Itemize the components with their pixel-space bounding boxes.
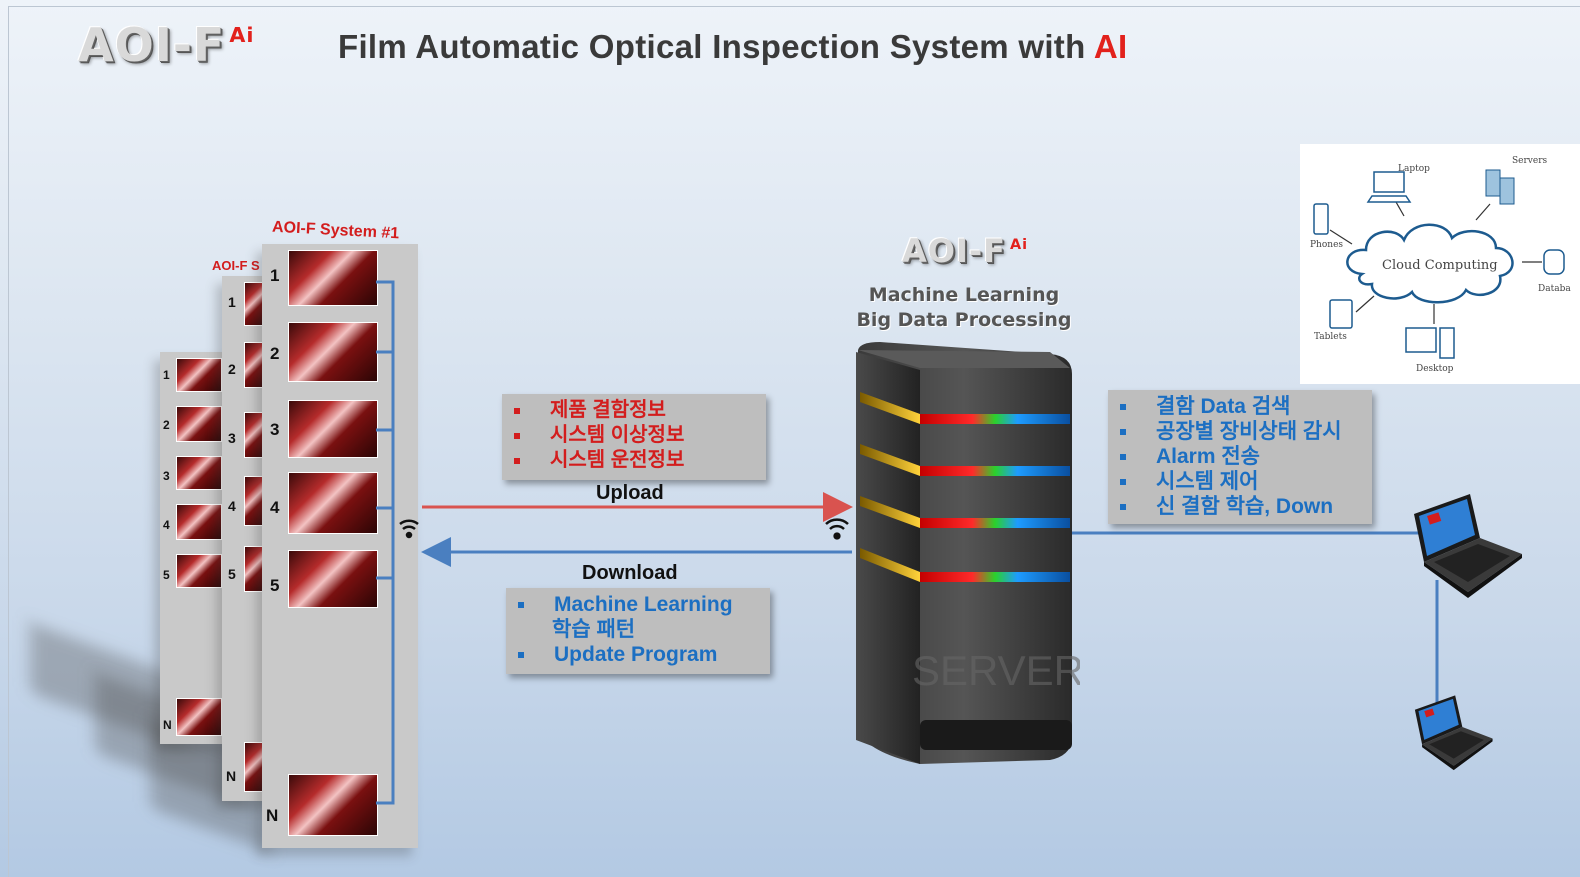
server-logo-text: AOI-F <box>902 232 1007 270</box>
server-caption-line2: Big Data Processing <box>856 309 1072 331</box>
cloud-phones-label: Phones <box>1310 240 1344 250</box>
cloud-tablets-label: Tablets <box>1314 332 1347 342</box>
inspection-image <box>288 550 378 608</box>
inspection-image <box>288 774 378 836</box>
cloud-center-label: Cloud Computing <box>1382 258 1498 273</box>
title-main: Film Automatic Optical Inspection System… <box>338 28 1094 65</box>
inspection-image <box>176 358 222 392</box>
row-number: 5 <box>228 566 236 582</box>
header-logo-text: AOI-F <box>78 18 226 72</box>
row-number: 3 <box>270 420 280 439</box>
client-item: 공장별 장비상태 감시 <box>1108 419 1372 444</box>
cloud-desktop-label: Desktop <box>1416 364 1454 374</box>
row-number: 4 <box>228 498 236 514</box>
client-item: 신 결함 학습, Down <box>1108 494 1372 519</box>
row-number: 2 <box>163 418 170 432</box>
row-number: 5 <box>163 568 170 582</box>
row-number: 5 <box>270 576 280 595</box>
outer-frame <box>8 6 1580 877</box>
client-item: 시스템 제어 <box>1108 469 1372 494</box>
download-item: Update Program <box>506 642 770 667</box>
row-number: N <box>163 718 172 732</box>
panel-bus-line <box>376 280 395 805</box>
laptop-icon <box>1414 695 1493 771</box>
row-number: 1 <box>270 266 280 285</box>
row-number: 4 <box>163 518 170 532</box>
cloud-icon <box>1313 169 1565 359</box>
row-number: 1 <box>228 294 236 310</box>
row-number: 3 <box>228 430 236 446</box>
client-info-box: 결함 Data 검색 공장별 장비상태 감시 Alarm 전송 시스템 제어 신… <box>1108 390 1372 524</box>
cloud-servers-label: Servers <box>1512 156 1548 166</box>
download-info-box: Machine Learning 학습 패턴 Update Program <box>506 588 770 674</box>
inspection-image <box>176 554 222 588</box>
server-case-label: SERVER <box>912 647 1080 694</box>
header-logo-ai: Ai <box>229 23 255 48</box>
row-number: 3 <box>163 469 170 483</box>
row-number: 2 <box>228 361 236 377</box>
upload-item: 시스템 이상정보 <box>502 423 766 448</box>
client-connection-line <box>1072 531 1439 712</box>
inspection-image <box>288 250 378 306</box>
download-item-continued: 학습 패턴 <box>552 618 636 641</box>
row-number: 4 <box>270 498 280 517</box>
laptop-icon <box>1414 494 1522 598</box>
inspection-image <box>176 504 222 540</box>
page-title: Film Automatic Optical Inspection System… <box>338 28 1127 66</box>
wifi-icon <box>399 519 419 539</box>
system-title-2: AOI-F S <box>212 258 260 273</box>
row-number: N <box>226 768 237 784</box>
server-tower-icon: SERVER <box>856 342 1080 764</box>
upload-info-box: 제품 결함정보 시스템 이상정보 시스템 운전정보 <box>502 394 766 480</box>
server-caption: Machine Learning Big Data Processing <box>846 283 1082 333</box>
inspection-image <box>288 472 378 534</box>
upload-item: 시스템 운전정보 <box>502 448 766 473</box>
server-caption-line1: Machine Learning <box>868 284 1060 306</box>
upload-label: Upload <box>596 482 664 504</box>
client-item: Alarm 전송 <box>1108 444 1372 469</box>
client-item: 결함 Data 검색 <box>1108 394 1372 419</box>
server-logo-ai: Ai <box>1010 237 1029 254</box>
download-label: Download <box>582 562 678 584</box>
cloud-laptop-label: Laptop <box>1398 164 1430 174</box>
wifi-icon <box>825 518 849 540</box>
row-number: N <box>266 806 279 825</box>
download-item: Machine Learning <box>506 592 770 617</box>
inspection-image <box>288 322 378 382</box>
inspection-image <box>176 698 222 736</box>
inspection-image <box>176 406 222 442</box>
row-number: 2 <box>270 344 280 363</box>
inspection-image <box>288 400 378 458</box>
title-ai: AI <box>1093 28 1128 65</box>
cloud-computing-illustration: Cloud Computing Laptop Servers Phones Da… <box>1300 144 1580 384</box>
inspection-image <box>176 456 222 490</box>
upload-item: 제품 결함정보 <box>502 398 766 423</box>
cloud-database-label: Databa <box>1538 284 1571 294</box>
row-number: 1 <box>163 368 170 382</box>
